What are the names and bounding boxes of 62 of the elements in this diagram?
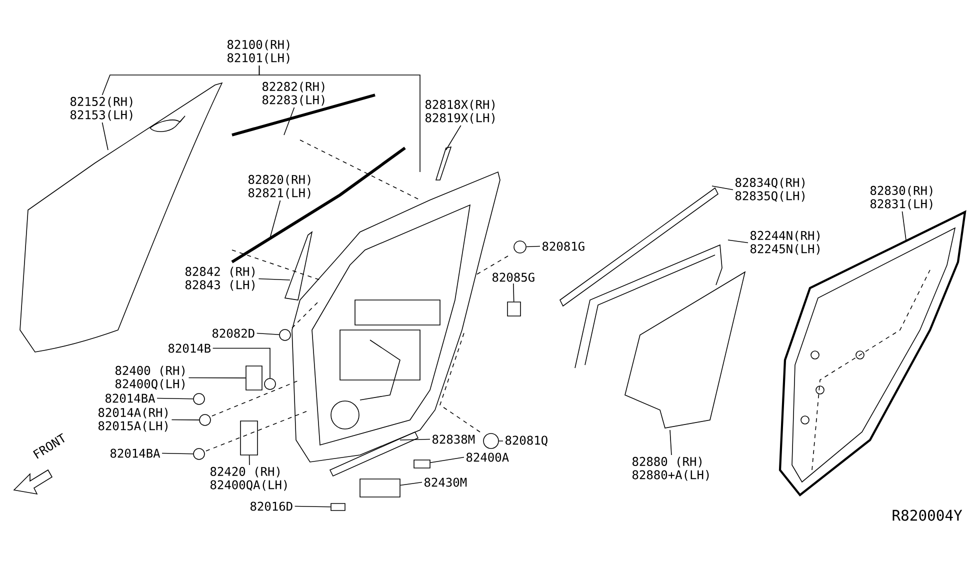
part-number: 82880 (RH) 82880+A(LH) — [632, 456, 709, 481]
clip-part — [483, 433, 499, 449]
leader-line — [256, 332, 280, 336]
part-number: 82100(RH) 82101(LH) — [228, 40, 290, 64]
leader-line — [430, 456, 464, 464]
leader-line — [400, 438, 430, 440]
clip-part — [193, 393, 205, 405]
leader-line — [248, 455, 250, 466]
leader-line — [270, 200, 281, 238]
drawing-number: R820004Y — [892, 510, 962, 521]
part-number: 82838M — [432, 434, 475, 444]
part-number: 82081Q — [506, 436, 548, 446]
part-number: 82818X(RH) 82819X(LH) — [426, 100, 494, 124]
bracket-part — [240, 420, 258, 456]
part-number: 82014BA — [106, 394, 156, 403]
leader-line — [171, 419, 200, 420]
part-number: 82244N(RH) 82245N(LH) — [750, 230, 820, 255]
clip-part — [279, 329, 291, 341]
clip-part — [264, 378, 276, 390]
part-number: 82152(RH) 82153(LH) — [70, 96, 132, 121]
leader-line — [102, 122, 108, 150]
leader-line — [670, 430, 672, 456]
leader-line — [728, 240, 748, 244]
leader-line — [162, 452, 194, 454]
leader-line — [258, 278, 290, 280]
part-number: 82834Q(RH) 82835Q(LH) — [736, 178, 804, 202]
part-number: 82420 (RH) 82400QA(LH) — [210, 466, 287, 491]
leader-line — [188, 377, 246, 378]
part-number: 82400 (RH) 82400Q(LH) — [116, 366, 184, 390]
part-number: 82014B — [168, 344, 211, 353]
leader-line — [258, 65, 420, 172]
leader-line — [446, 125, 462, 150]
part-number: 82014A(RH) 82015A(LH) — [98, 408, 168, 432]
bracket-part — [414, 460, 430, 468]
leader-line — [902, 211, 906, 240]
leader-line — [294, 506, 331, 508]
part-number: 82085G — [492, 272, 534, 282]
part-number: 82014BA — [110, 448, 160, 458]
bracket-part — [246, 366, 262, 390]
part-number: 82082D — [212, 328, 254, 338]
part-number: 82282(RH) 82283(LH) — [262, 82, 324, 106]
part-number: 82842 (RH) 82843 (LH) — [186, 266, 254, 291]
clip-part — [199, 414, 211, 426]
clip-part — [193, 448, 205, 460]
leader-line — [712, 186, 734, 190]
part-number: 82430M — [424, 478, 467, 487]
leader-line — [212, 348, 270, 378]
part-number: 82081G — [542, 242, 584, 251]
leader-line — [498, 440, 504, 442]
leader-line — [400, 482, 422, 486]
part-number: 82400A — [466, 452, 509, 462]
leader-line — [513, 283, 514, 302]
part-number: 82820(RH) 82821(LH) — [248, 174, 310, 199]
bracket-part — [360, 478, 400, 498]
bracket-part — [507, 302, 521, 316]
part-number: 82016D — [250, 502, 292, 511]
leader-line — [284, 107, 295, 136]
part-number: 82830(RH) 82831(LH) — [870, 186, 932, 210]
clip-part — [514, 240, 526, 254]
bracket-part — [330, 503, 346, 511]
leader-line — [156, 398, 194, 400]
leader-line — [526, 246, 540, 248]
